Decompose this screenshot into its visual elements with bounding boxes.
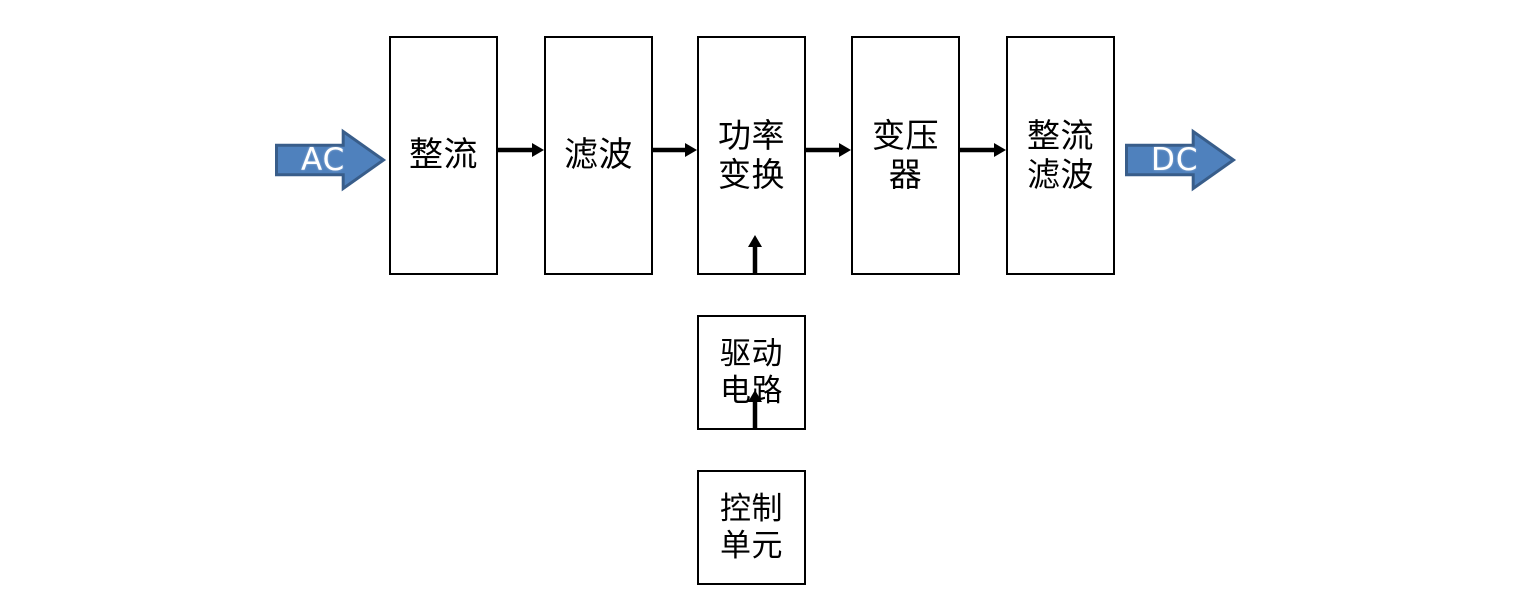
block-drive-circuit[interactable]: 驱动 电路 bbox=[697, 315, 806, 430]
io-arrow-ac-input[interactable]: AC bbox=[275, 128, 387, 192]
connector-conn-transformer-rectfilter bbox=[960, 140, 1006, 160]
block-transformer[interactable]: 变压 器 bbox=[851, 36, 960, 275]
block-power-converter[interactable]: 功率 变换 bbox=[697, 36, 806, 275]
block-label-control-unit: 控制 单元 bbox=[720, 490, 783, 564]
connector-conn-drive-power bbox=[745, 235, 765, 275]
io-arrow-dc-output[interactable]: DC bbox=[1125, 128, 1237, 192]
connector-conn-control-drive bbox=[745, 390, 765, 430]
block-label-filter: 滤波 bbox=[564, 135, 633, 176]
block-label-drive-circuit: 驱动 电路 bbox=[720, 335, 783, 409]
block-control-unit[interactable]: 控制 单元 bbox=[697, 470, 806, 585]
connector-conn-power-transformer bbox=[806, 140, 851, 160]
block-label-power-converter: 功率 变换 bbox=[718, 115, 785, 194]
connector-conn-rectifier-filter bbox=[498, 140, 544, 160]
block-label-transformer: 变压 器 bbox=[872, 115, 939, 194]
block-filter[interactable]: 滤波 bbox=[544, 36, 653, 275]
block-label-rectifier: 整流 bbox=[409, 135, 478, 176]
block-label-rect-filter: 整流 滤波 bbox=[1027, 115, 1094, 194]
block-rect-filter[interactable]: 整流 滤波 bbox=[1006, 36, 1115, 275]
connector-conn-filter-power bbox=[652, 140, 697, 160]
block-rectifier[interactable]: 整流 bbox=[389, 36, 498, 275]
